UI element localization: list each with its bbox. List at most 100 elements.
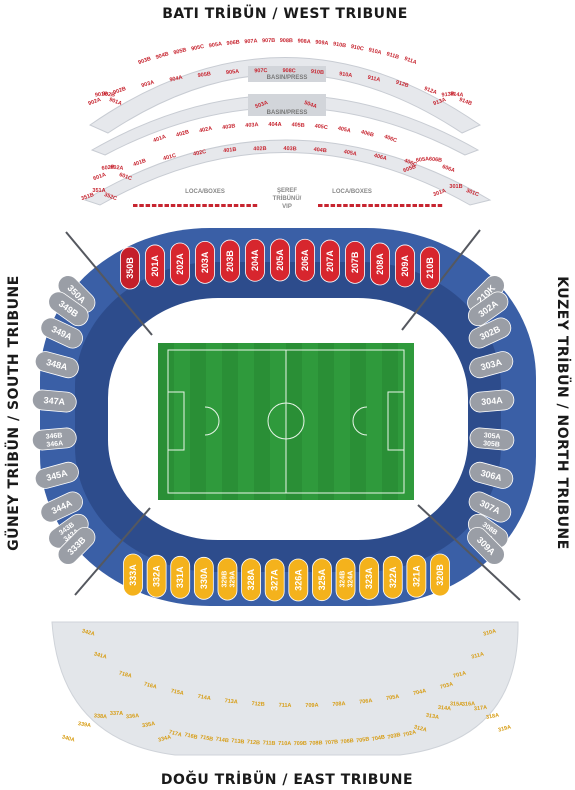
section-west-206A[interactable]: 206A206A <box>295 238 315 282</box>
section-north-309A[interactable]: 309A309A <box>463 523 508 568</box>
loca-box[interactable] <box>336 204 342 207</box>
loca-box[interactable] <box>393 204 399 207</box>
loca-box[interactable] <box>343 204 348 207</box>
section-west-upper[interactable]: 910A <box>339 71 353 79</box>
section-west-upper[interactable]: 901B <box>95 91 109 98</box>
section-west-upper[interactable]: 910B <box>311 69 325 76</box>
loca-box[interactable] <box>133 204 138 207</box>
section-east-upper[interactable]: 716B <box>184 732 198 741</box>
loca-box[interactable] <box>221 204 226 207</box>
loca-box[interactable] <box>139 204 144 207</box>
section-west-upper[interactable]: 904A <box>169 75 183 84</box>
section-east-upper[interactable]: 711A <box>279 703 292 709</box>
loca-box[interactable] <box>227 204 233 207</box>
loca-box[interactable] <box>189 204 195 207</box>
section-east-upper[interactable]: 314A <box>438 705 452 712</box>
section-south-345A[interactable]: 345A345A <box>33 460 81 491</box>
section-east-upper[interactable]: 708A <box>332 701 346 708</box>
section-west-207A[interactable]: 207A207A <box>320 239 340 283</box>
loca-box[interactable] <box>412 204 418 207</box>
section-east-332A[interactable]: 332A332A <box>146 554 167 598</box>
section-west-upper[interactable]: 907C <box>254 68 267 74</box>
section-east-327A[interactable]: 327A327A <box>264 558 285 602</box>
section-east-333A[interactable]: 333A333A <box>123 553 143 597</box>
section-west-upper[interactable]: 606B <box>429 156 443 163</box>
section-east-upper[interactable]: 340A <box>61 734 75 743</box>
section-east-upper[interactable]: 712B <box>251 701 265 708</box>
section-west-202A[interactable]: 202A202A <box>170 242 190 286</box>
section-east-332A-shape[interactable] <box>146 554 167 598</box>
section-west-upper[interactable]: 905B <box>173 47 187 56</box>
section-west-203B-shape[interactable] <box>220 239 240 283</box>
section-east-upper[interactable]: 710A <box>278 741 291 747</box>
section-south-349A[interactable]: 349A349A <box>38 315 86 352</box>
section-west-upper[interactable]: 405B <box>291 122 305 129</box>
section-east-upper[interactable]: 342A <box>81 628 95 637</box>
section-west-upper[interactable]: 903B <box>137 56 151 66</box>
section-west-upper[interactable]: 902B <box>112 86 126 96</box>
section-east-upper[interactable]: 338A <box>94 713 108 720</box>
section-west-upper[interactable]: 913B <box>441 91 455 98</box>
section-east-upper[interactable]: 336A <box>126 713 140 720</box>
loca-box[interactable] <box>406 204 411 207</box>
section-west-upper[interactable]: 401B <box>223 147 237 154</box>
section-west-upper[interactable]: 301C <box>465 188 479 198</box>
section-east-328A[interactable]: 328A328A <box>241 558 261 602</box>
loca-box[interactable] <box>318 204 323 207</box>
section-east-333A-shape[interactable] <box>123 553 143 597</box>
section-north-306A-shape[interactable] <box>467 460 515 491</box>
section-south-344A[interactable]: 344A344A <box>38 489 86 526</box>
section-east-upper[interactable]: 319A <box>498 724 512 733</box>
section-east-upper[interactable]: 317A <box>474 705 488 712</box>
section-west-upper[interactable]: 401B <box>132 158 146 168</box>
section-east-upper[interactable]: 705B <box>356 736 370 744</box>
section-west-upper[interactable]: 352C <box>103 192 117 202</box>
loca-box[interactable] <box>374 204 380 207</box>
section-west-upper[interactable]: 601C <box>118 172 132 182</box>
loca-box[interactable] <box>183 204 188 207</box>
section-east-upper[interactable]: 703A <box>440 681 454 690</box>
section-west-upper[interactable]: 910C <box>350 44 364 53</box>
section-east-upper[interactable]: 339A <box>77 721 91 729</box>
section-west-upper[interactable]: 914A <box>450 91 464 98</box>
section-west-upper[interactable]: 605A <box>416 156 430 163</box>
section-west-350B-shape[interactable] <box>120 246 140 290</box>
loca-box[interactable] <box>214 204 220 207</box>
loca-box[interactable] <box>158 204 163 207</box>
section-west-upper[interactable]: 906B <box>226 39 240 46</box>
loca-box[interactable] <box>381 204 386 207</box>
loca-box[interactable] <box>196 204 201 207</box>
section-south-349B-shape[interactable] <box>45 288 92 330</box>
section-west-upper[interactable]: 914B <box>458 97 472 107</box>
section-east-upper[interactable]: 707B <box>325 739 339 746</box>
section-east-upper[interactable]: 715B <box>199 734 213 742</box>
section-west-upper[interactable]: 902B <box>102 91 116 98</box>
loca-box[interactable] <box>362 204 367 207</box>
section-west-upper[interactable]: 301A <box>432 188 446 198</box>
section-west-210B[interactable]: 210B210B <box>420 246 440 290</box>
section-west-207B-shape[interactable] <box>345 240 365 284</box>
section-west-upper[interactable]: 606A <box>441 164 455 174</box>
section-west-201A[interactable]: 201A201A <box>145 244 165 288</box>
loca-box[interactable] <box>233 204 239 207</box>
loca-box[interactable] <box>202 204 207 207</box>
section-east-upper[interactable]: 318A <box>486 713 500 721</box>
section-east-331A[interactable]: 331A331A <box>170 555 191 599</box>
section-west-upper[interactable]: 605B <box>402 164 416 174</box>
section-south-345A-shape[interactable] <box>33 460 81 491</box>
loca-box[interactable] <box>177 204 182 207</box>
section-east-330A[interactable]: 330A330A <box>193 556 214 600</box>
loca-box[interactable] <box>145 204 151 207</box>
section-west-203B[interactable]: 203B203B <box>220 239 240 283</box>
section-west-upper[interactable]: 905A <box>226 69 240 76</box>
section-east-upper[interactable]: 703B <box>387 732 401 741</box>
section-west-upper[interactable]: 912A <box>423 86 437 96</box>
section-west-upper[interactable]: 402A <box>199 126 213 135</box>
section-west-201A-shape[interactable] <box>145 244 165 288</box>
loca-box[interactable] <box>170 204 176 207</box>
section-east-321A-shape[interactable] <box>406 554 427 598</box>
section-east-upper[interactable]: 716A <box>143 681 157 690</box>
section-east-upper[interactable]: 334A <box>158 734 172 743</box>
